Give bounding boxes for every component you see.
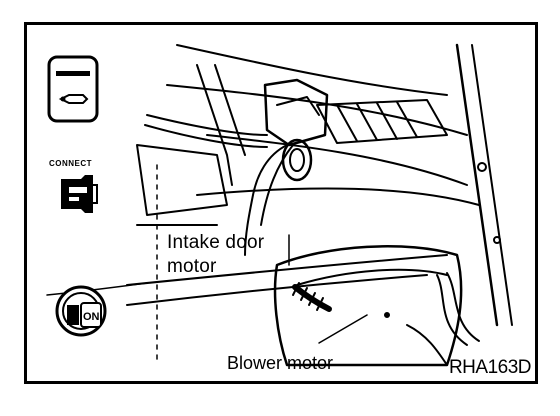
ignition-on-text: ON bbox=[83, 311, 100, 323]
ignition-on-icon: ON bbox=[55, 285, 107, 337]
diagram-frame: CONNECT ON Intake door motor Blower moto… bbox=[24, 22, 538, 384]
intake-door-motor-line1: Intake door bbox=[167, 232, 265, 253]
intake-door-motor-label: Intake door motor bbox=[167, 231, 264, 279]
component-illustration bbox=[46, 43, 513, 367]
connector-icon bbox=[61, 175, 98, 213]
connect-label: CONNECT bbox=[49, 159, 93, 168]
battery-disconnect-icon bbox=[47, 55, 99, 123]
intake-door-motor-line2: motor bbox=[167, 256, 217, 277]
reference-code: RHA163D bbox=[448, 357, 532, 378]
blower-motor-label: Blower motor bbox=[227, 353, 334, 373]
